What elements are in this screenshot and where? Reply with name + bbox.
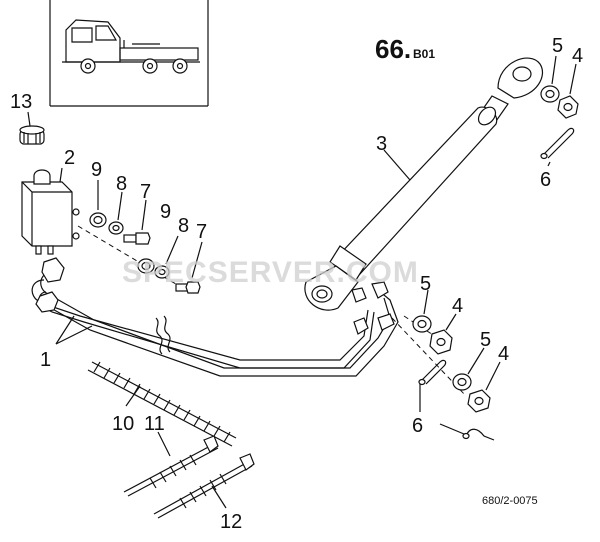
part-8b-washer: [154, 235, 179, 279]
part-5b-washer: [412, 289, 432, 333]
callout-7b: 7: [196, 221, 207, 243]
callout-6a: 6: [540, 169, 551, 191]
callout-4c: 4: [498, 343, 509, 365]
sheet-code: 66.: [375, 34, 411, 64]
callout-7a: 7: [140, 181, 151, 203]
part-callouts: 13 2 9 8 7 9 8 7 3 5 4 6 5 4 5 4 6 1 10 …: [10, 35, 583, 533]
part-8a-washer: [108, 191, 124, 235]
part-4b-nut: [429, 313, 457, 355]
callout-4a: 4: [572, 45, 583, 67]
part-12-cable-tie: [153, 453, 255, 519]
part-1-hydraulic-lines: [31, 257, 399, 377]
callout-10: 10: [112, 413, 134, 435]
callout-6b: 6: [412, 415, 423, 437]
callout-9a: 9: [91, 159, 102, 181]
part-5c-washer: [452, 347, 485, 391]
part-10-spiral-wrap: [87, 361, 237, 447]
part-4c-nut: [467, 361, 501, 413]
callout-4b: 4: [452, 295, 463, 317]
part-11-cable-tie: [123, 431, 219, 497]
callout-1: 1: [40, 349, 51, 371]
callout-5c: 5: [480, 329, 491, 351]
callout-8a: 8: [116, 173, 127, 195]
callout-11: 11: [144, 413, 165, 435]
part-13-grommet: [19, 111, 45, 145]
part-6a-cotter-pin: [540, 127, 575, 167]
callout-3: 3: [376, 133, 387, 155]
truck-inset: [49, 0, 209, 107]
part-3-tilt-cylinder: [304, 57, 544, 311]
part-7b-bolt: [175, 241, 203, 294]
callout-13: 13: [10, 91, 32, 113]
callout-5a: 5: [552, 35, 563, 57]
part-7a-bolt: [123, 199, 151, 245]
drawing-reference: 680/2-0075: [482, 495, 538, 507]
callout-2: 2: [64, 147, 75, 169]
part-5a-washer: [540, 55, 560, 103]
callout-5b: 5: [420, 273, 431, 295]
callout-9b: 9: [160, 201, 171, 223]
part-2-valve-block: [21, 167, 80, 255]
part-6b-cotter-pins: [418, 359, 495, 441]
callout-12: 12: [220, 511, 242, 533]
watermark: SPECSERVER.COM: [122, 256, 419, 289]
sheet-suffix: B01: [413, 47, 435, 61]
part-4a-nut: [557, 63, 579, 119]
part-9a-washer: [89, 180, 107, 228]
callout-8b: 8: [178, 215, 189, 237]
part-9b-washer: [137, 258, 155, 274]
